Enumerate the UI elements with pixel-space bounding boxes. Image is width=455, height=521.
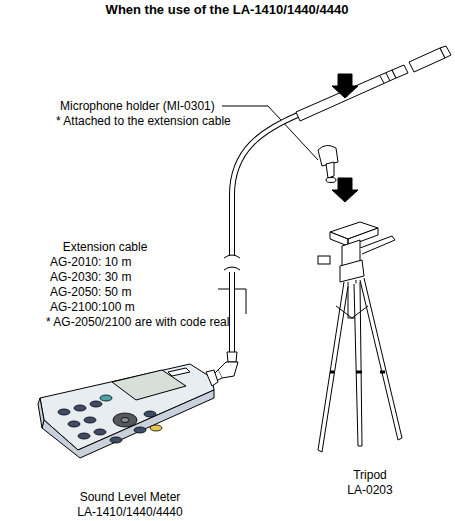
part-name: Extension cable	[63, 240, 148, 254]
meter-button	[134, 427, 146, 433]
microphone	[409, 48, 445, 72]
model-number: AG-2030: 30 m	[50, 270, 131, 284]
part-name: Tripod	[353, 468, 387, 482]
microphone-holder	[318, 145, 338, 166]
microphone-holder	[326, 162, 334, 178]
meter-button	[58, 409, 70, 415]
meter-side	[38, 398, 44, 428]
meter-button	[78, 433, 90, 439]
tripod-leg	[318, 282, 348, 452]
tripod-knob	[318, 256, 330, 264]
meter-button	[90, 401, 102, 407]
model-number: AG-2100:100 m	[50, 300, 135, 314]
microphone-preamp	[392, 65, 408, 78]
connector	[227, 352, 237, 362]
extension-cable	[232, 114, 300, 255]
tripod-brace	[336, 306, 368, 318]
preamp-ring	[380, 73, 390, 83]
meter-button	[100, 395, 112, 401]
meter-socket	[206, 370, 218, 386]
extension-cable	[230, 272, 234, 352]
meter-button	[94, 429, 106, 435]
extension-cable	[232, 114, 300, 255]
leg-lock	[330, 371, 385, 374]
note: * AG-2050/2100 are with code real	[46, 315, 229, 329]
tripod-collar	[340, 260, 364, 282]
meter-button	[150, 425, 162, 431]
meter-button	[68, 421, 80, 427]
microphone	[440, 46, 451, 58]
mount-arrow	[332, 74, 358, 98]
meter-button	[74, 405, 86, 411]
model-number: LA-0203	[347, 483, 392, 497]
part-name: Sound Level Meter	[80, 490, 181, 504]
meter-button	[110, 437, 122, 443]
meter-logo	[168, 368, 190, 376]
model-number: LA-1410/1440/4440	[77, 505, 182, 519]
meter-side	[42, 390, 214, 458]
model-number: AG-2010: 10 m	[50, 255, 131, 269]
microphone-holder	[326, 178, 336, 183]
tripod-leg	[354, 282, 362, 446]
meter-button	[84, 417, 96, 423]
note: * Attached to the extension cable	[56, 114, 231, 128]
tripod-leg	[360, 278, 402, 440]
cursor-key	[113, 413, 137, 427]
tripod-handle	[360, 236, 395, 254]
extension-cable	[229, 272, 235, 352]
model-number: AG-2050: 50 m	[50, 285, 131, 299]
diagram-title: When the use of the LA-1410/1440/4440	[106, 2, 349, 18]
cursor-key	[121, 418, 129, 423]
connector	[218, 362, 238, 378]
part-name: Microphone holder (MI-0301)	[60, 99, 215, 113]
meter-button	[144, 411, 156, 417]
cable-break	[224, 255, 240, 270]
microphone-preamp	[296, 70, 396, 121]
